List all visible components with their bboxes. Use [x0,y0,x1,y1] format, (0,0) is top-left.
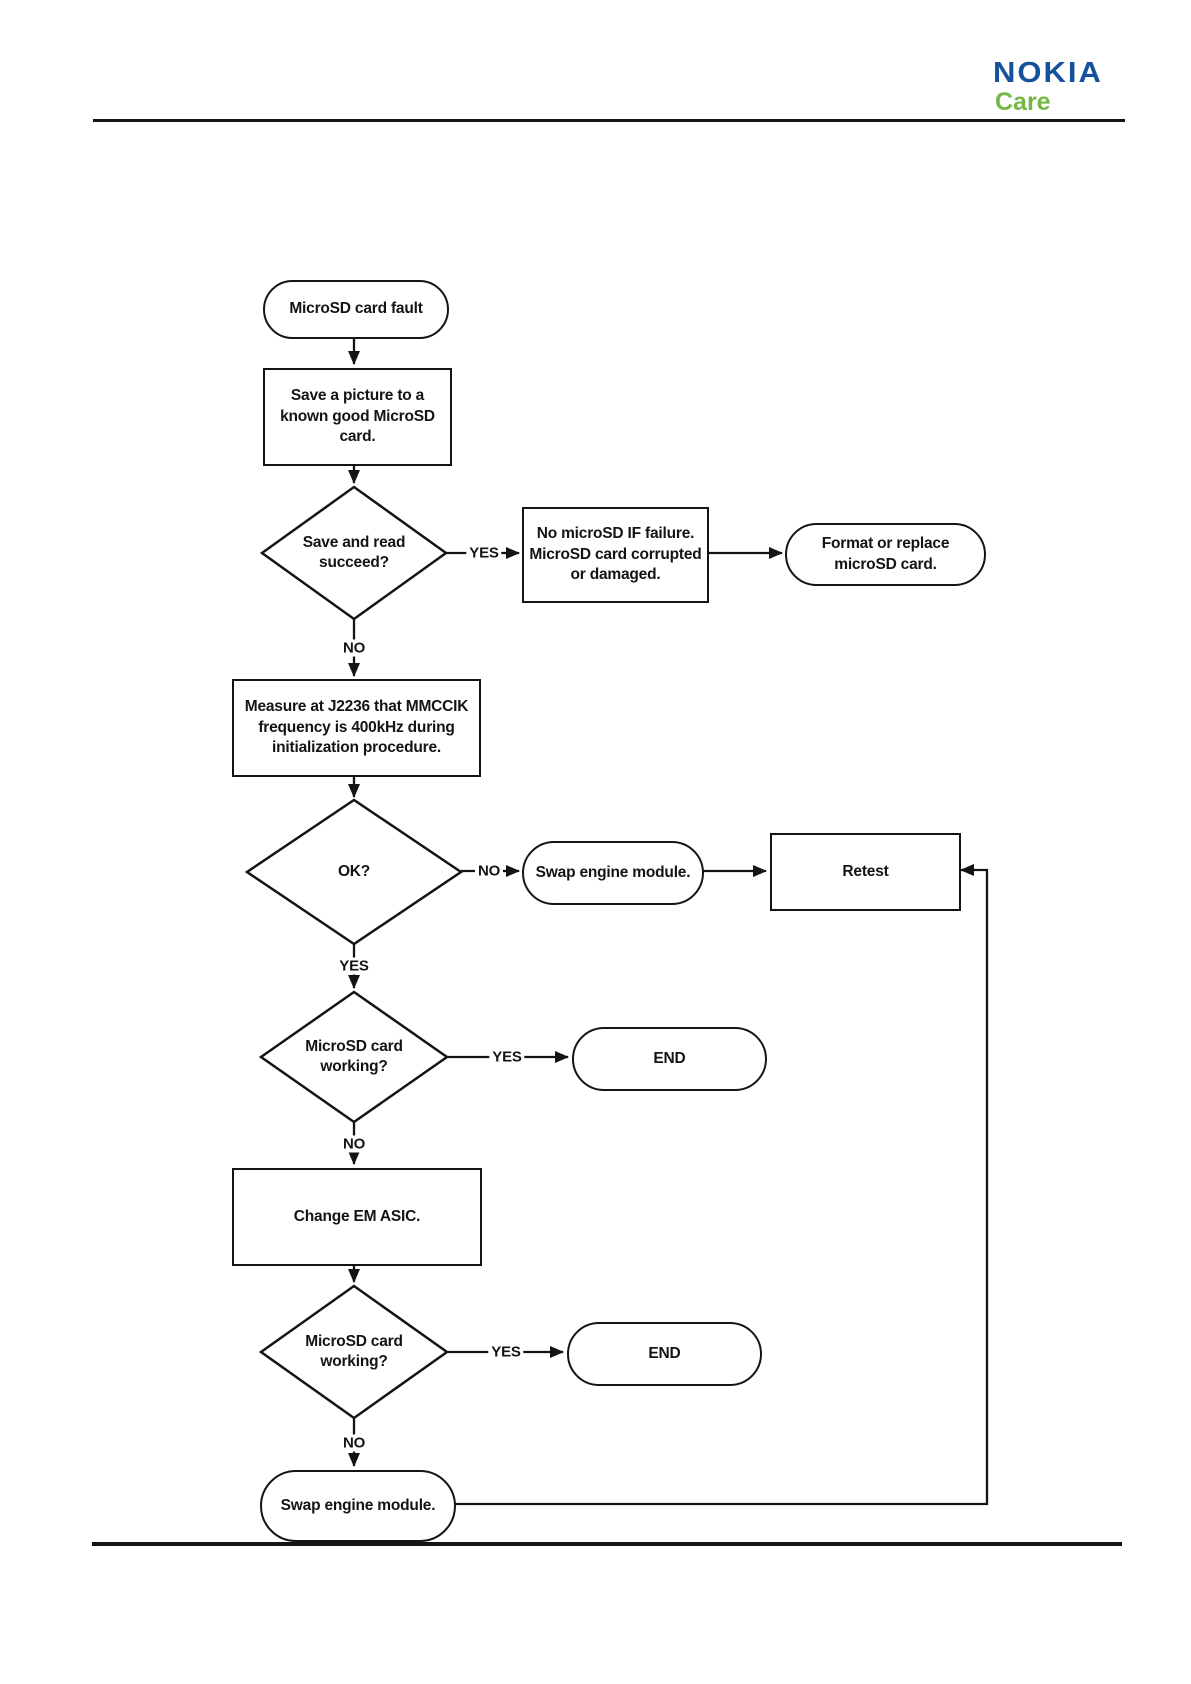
decision-card-working-1-shape [258,990,450,1124]
edge-label-yes-1: YES [466,544,502,562]
node-ok-decision: OK? [337,862,371,880]
decision-card-working-2-shape [258,1284,450,1420]
node-swap-engine-1-terminator: Swap engine module. [522,841,704,905]
edge-label-yes-2: YES [336,957,372,975]
edge-label-yes-3: YES [489,1048,525,1066]
node-measure-j2236-process: Measure at J2236 that MMCCIK frequency i… [232,679,481,777]
node-save-read-succeed-decision: Save and read succeed? [302,533,406,571]
nokia-logo: NOKIA [993,56,1103,89]
node-format-replace-terminator: Format or replace microSD card. [785,523,986,586]
node-card-working-2-decision: MicroSD card working? [305,1332,403,1370]
edge-label-no-3: NO [339,1135,369,1153]
edge-label-no-4: NO [339,1434,369,1452]
node-retest-process: Retest [770,833,961,911]
edge-swap2-to-retest-feedback [452,864,989,1506]
edge-label-no-2: NO [474,862,504,880]
edge-label-no-1: NO [339,639,369,657]
node-swap-engine-2-terminator: Swap engine module. [260,1470,456,1542]
node-end-1-terminator: END [572,1027,767,1091]
decision-ok-shape [244,798,464,946]
node-start-terminator: MicroSD card fault [263,280,449,339]
node-end-2-terminator: END [567,1322,762,1386]
footer-rule [92,1542,1122,1546]
node-card-working-1-decision: MicroSD card working? [305,1037,403,1075]
node-save-picture-process: Save a picture to a known good MicroSD c… [263,368,452,466]
header-rule [93,119,1125,122]
nokia-care-wordmark: Care [995,88,1051,116]
node-no-if-failure-process: No microSD IF failure. MicroSD card corr… [522,507,709,603]
node-change-em-asic-process: Change EM ASIC. [232,1168,482,1266]
edge-label-yes-4: YES [488,1343,524,1361]
decision-save-read-succeed-shape [259,485,449,621]
